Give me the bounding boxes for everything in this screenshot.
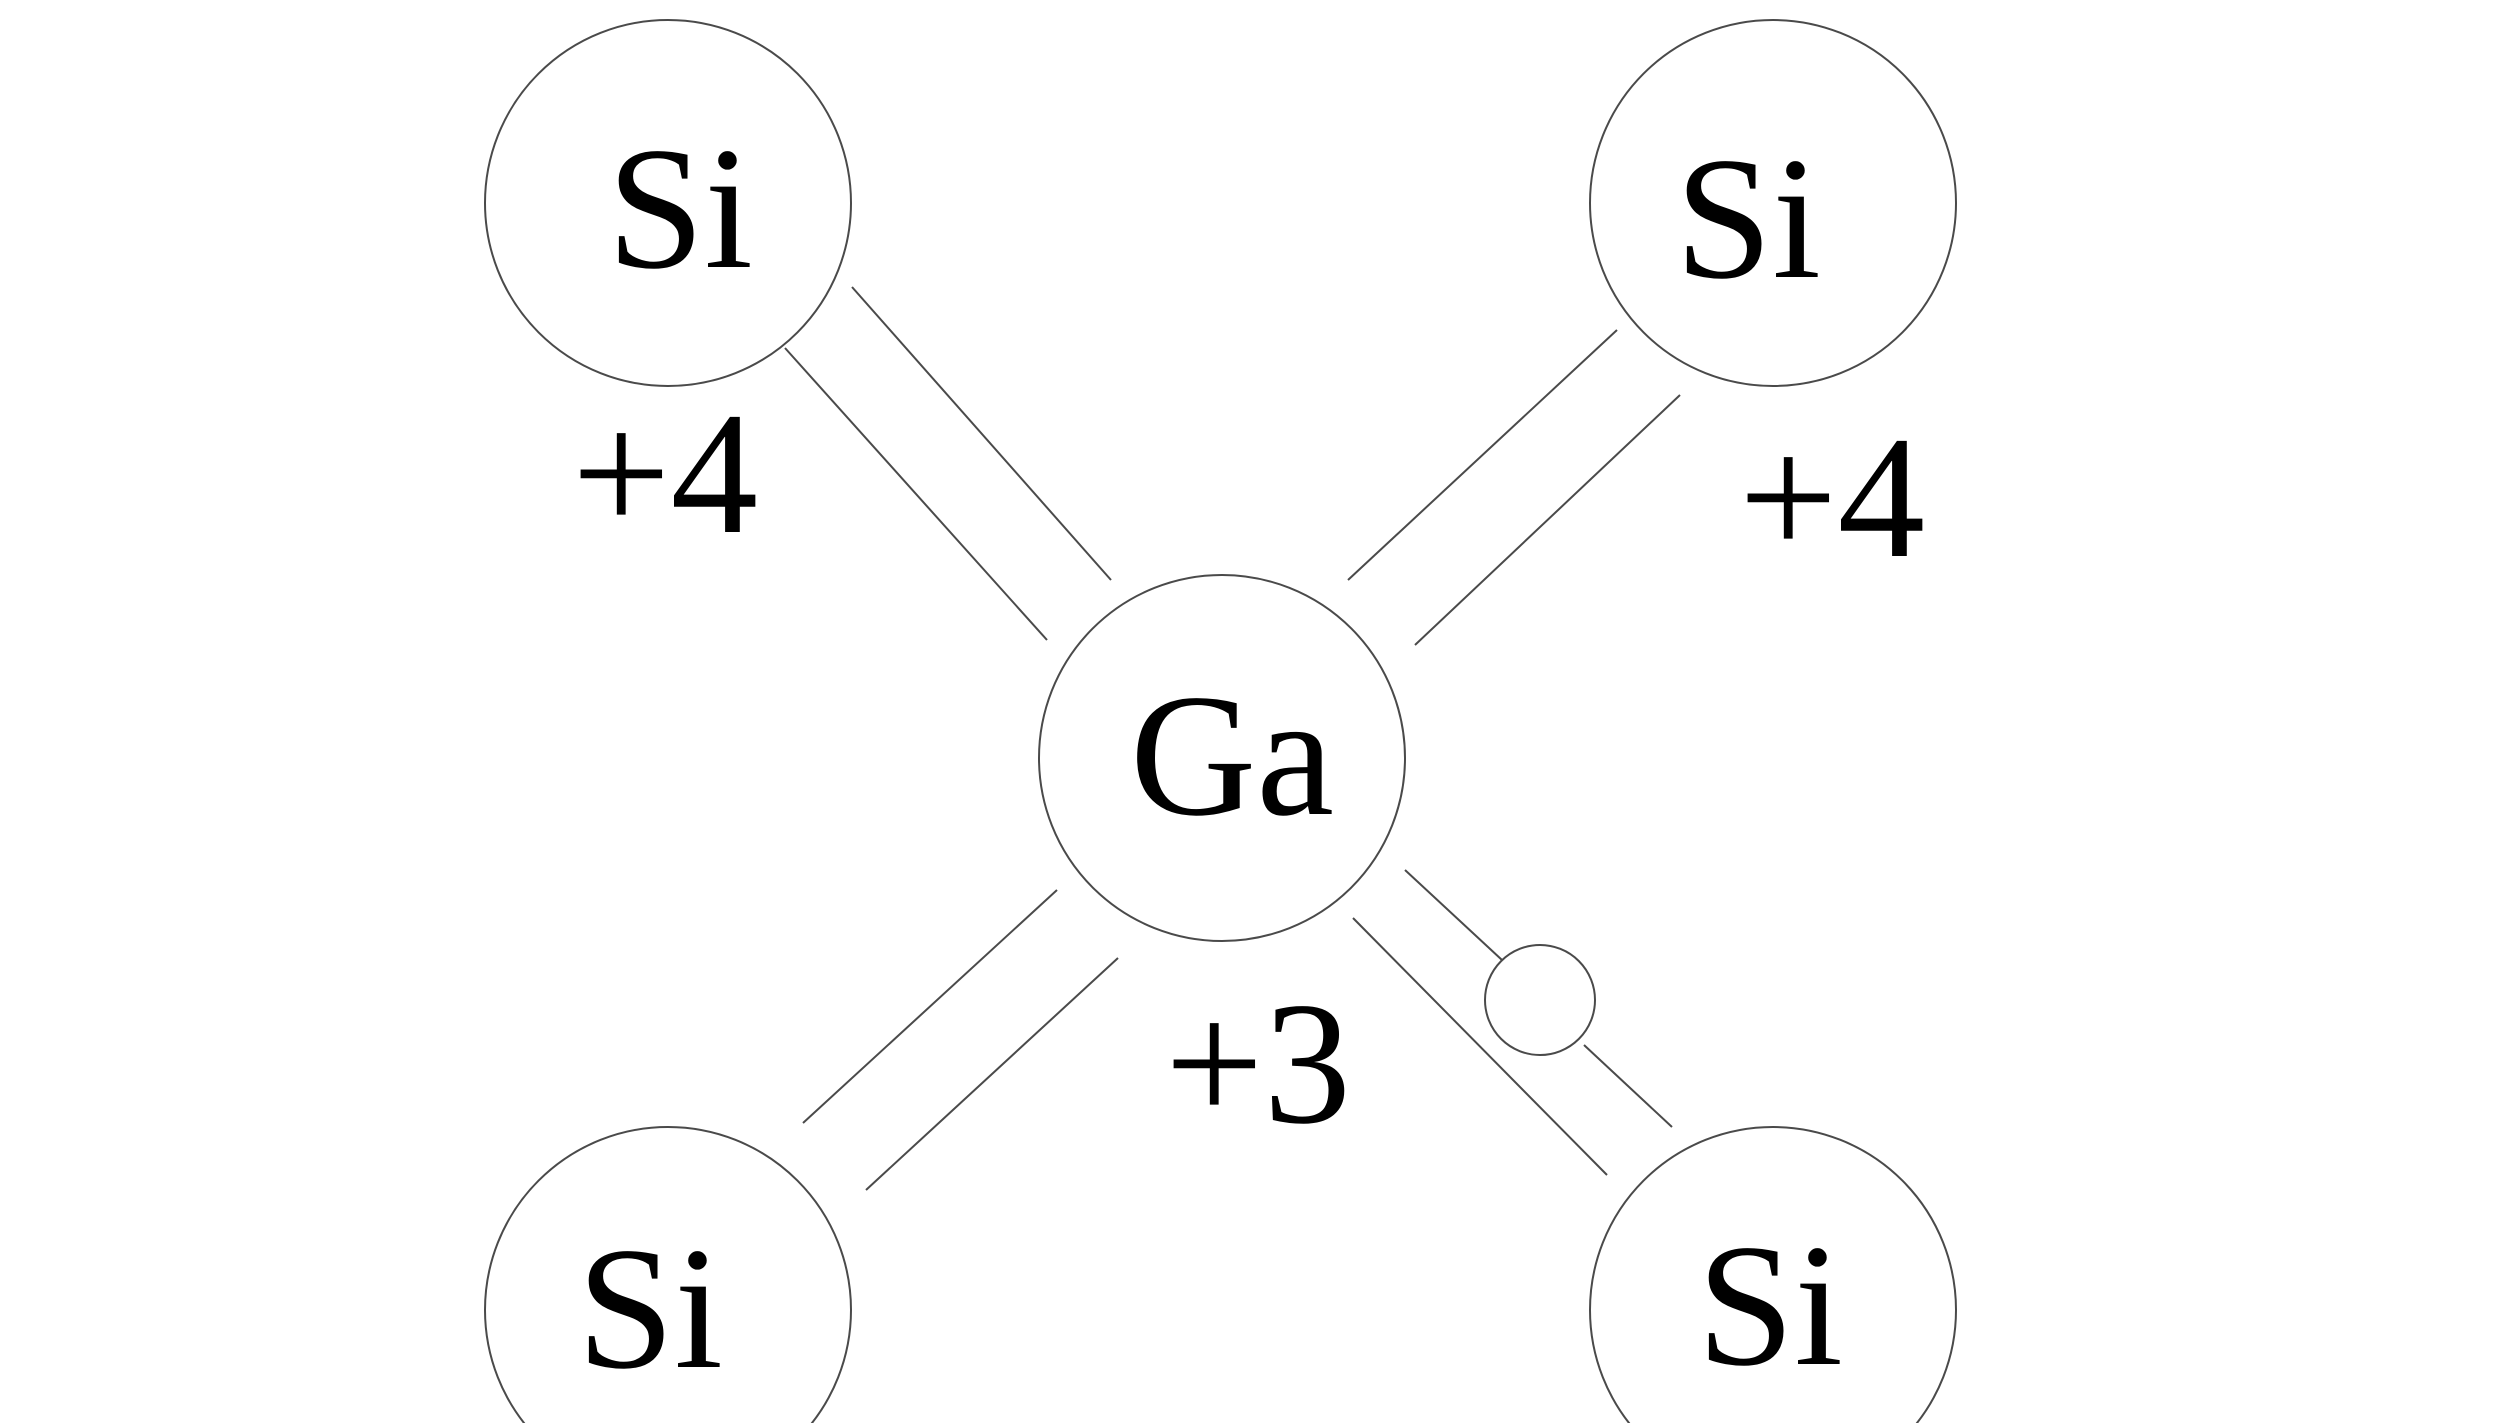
hole-marker xyxy=(1484,944,1596,1056)
bond-ga-si-bottom-right-with-hole xyxy=(1352,869,1673,1176)
atom-circle xyxy=(1038,574,1406,942)
atom-circle xyxy=(1589,1126,1957,1423)
atom-si-bottom-right: Si xyxy=(1589,1126,1957,1423)
atom-symbol: Si xyxy=(607,111,753,305)
bond-ga-si-top-right xyxy=(1347,329,1681,646)
atom-si-bottom-left: Si xyxy=(484,1126,852,1423)
atom-circle xyxy=(1589,19,1957,387)
atom-si-top-right: Si xyxy=(1589,19,1957,387)
atom-si-top-left: Si xyxy=(484,19,852,387)
atom-symbol: Si xyxy=(1675,121,1821,315)
bond-line xyxy=(784,347,1048,641)
atom-circle xyxy=(484,1126,852,1423)
charge-label-si-top-left: +4 xyxy=(572,376,758,570)
atom-symbol: Si xyxy=(577,1211,723,1405)
bond-line xyxy=(1352,917,1608,1176)
bond-ga-si-top-left xyxy=(784,286,1112,641)
bond-line xyxy=(802,889,1058,1124)
bond-line xyxy=(851,286,1112,581)
bond-line xyxy=(865,957,1119,1191)
bond-ga-si-bottom-left xyxy=(802,889,1119,1191)
atom-circle xyxy=(484,19,852,387)
bond-line xyxy=(1347,329,1618,581)
charge-label-ga-center: +3 xyxy=(1165,966,1351,1160)
bond-line xyxy=(1404,869,1503,961)
charge-label-si-top-right: +4 xyxy=(1739,400,1925,594)
atom-symbol: Ga xyxy=(1130,658,1334,852)
bond-line xyxy=(1414,394,1681,646)
atom-symbol: Si xyxy=(1697,1208,1843,1402)
atom-ga-center: Ga xyxy=(1038,574,1406,942)
bond-line xyxy=(1583,1044,1673,1128)
